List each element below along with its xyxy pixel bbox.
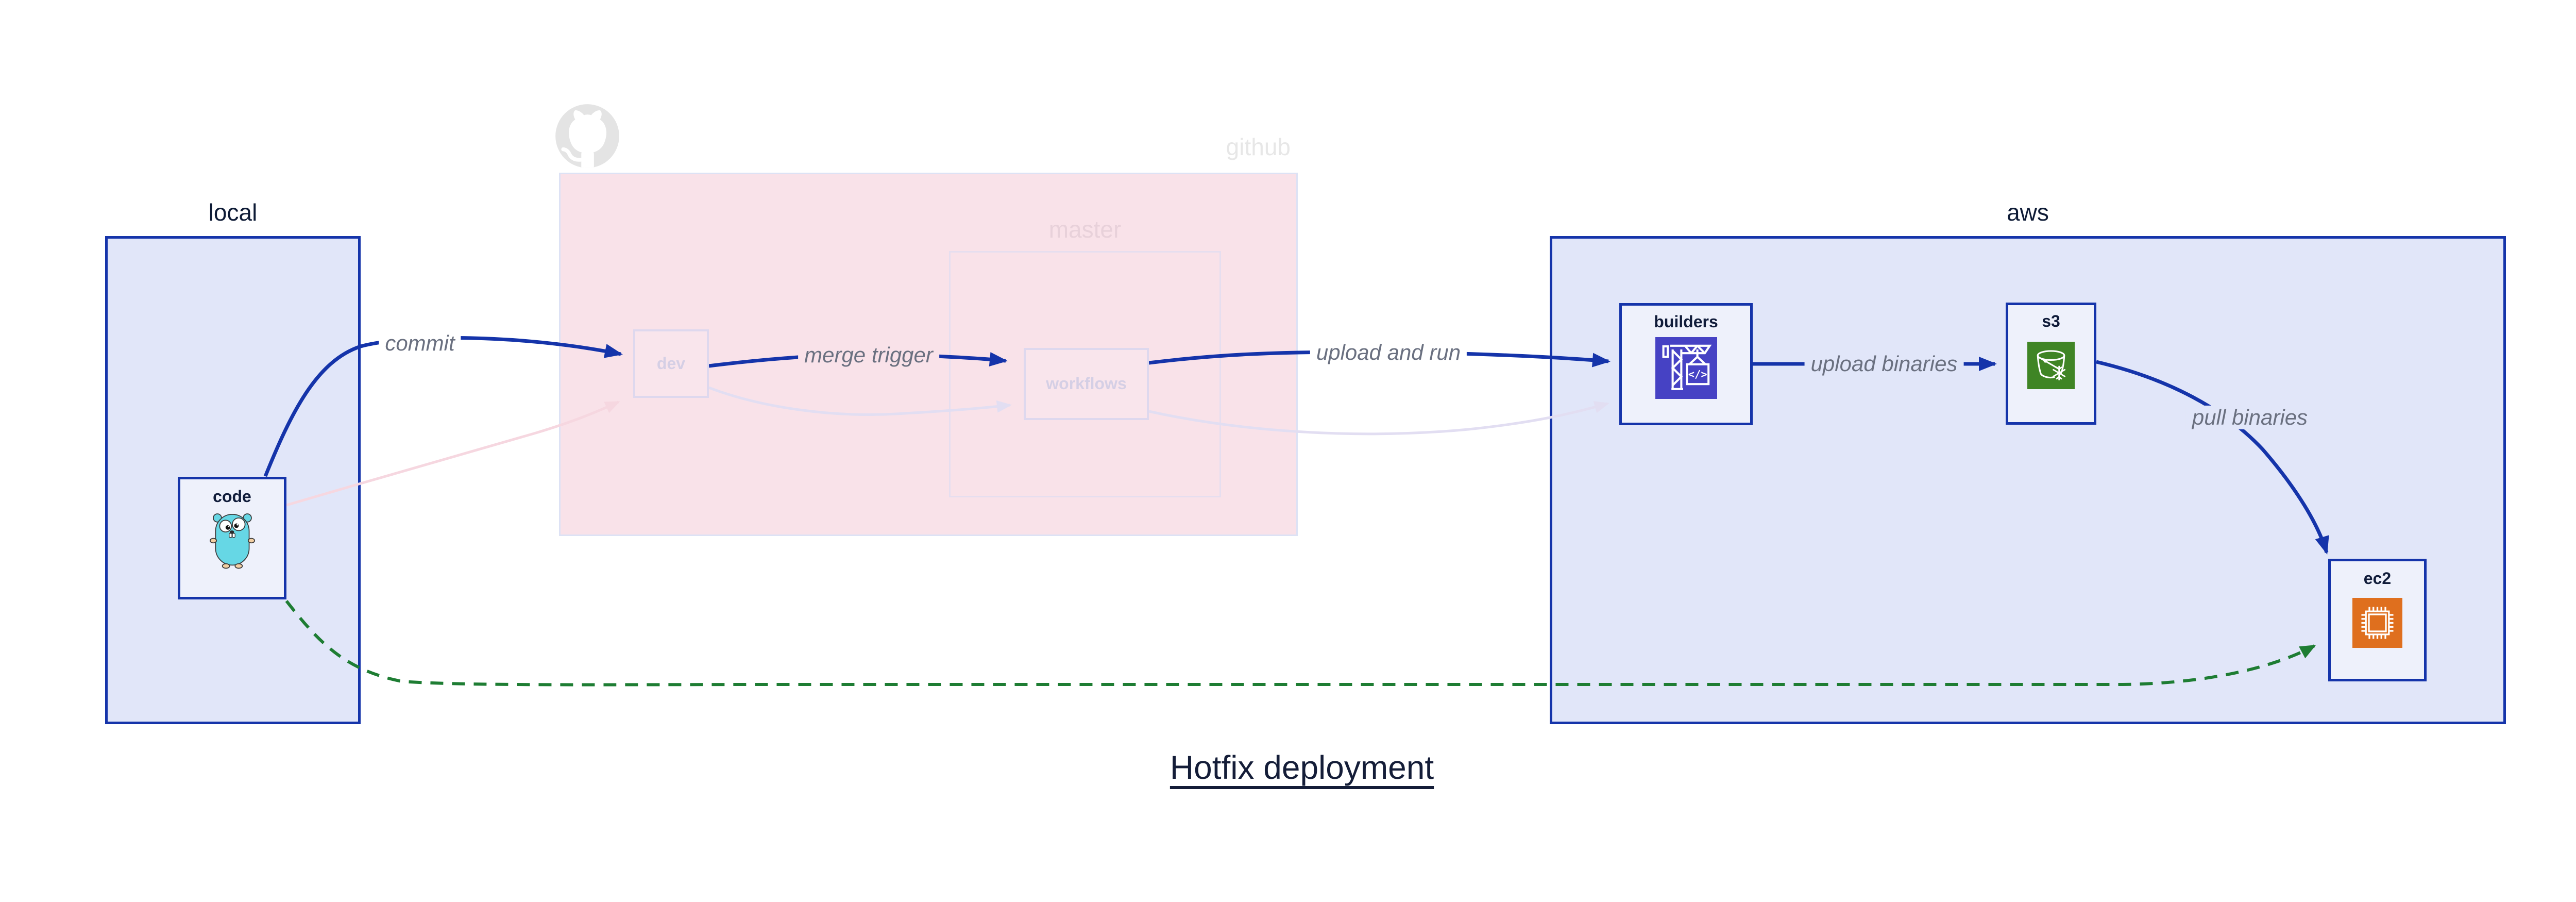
- edge-label-pull-binaries: pull binaries: [2185, 405, 2314, 430]
- node-builders-label: builders: [1654, 312, 1718, 331]
- github-region-label: github: [1226, 133, 1291, 160]
- github-octocat-icon: [555, 104, 619, 168]
- node-workflows-label: workflows: [1046, 374, 1127, 393]
- edge-label-commit: commit: [379, 331, 461, 356]
- node-code-label: code: [213, 487, 251, 506]
- node-ec2-label: ec2: [2363, 569, 2392, 588]
- node-s3-label: s3: [2042, 312, 2060, 330]
- local-region-label: local: [208, 199, 258, 226]
- master-region-label: master: [1048, 216, 1122, 243]
- edge-label-upload-binaries: upload binaries: [1804, 352, 1964, 376]
- aws-region-label: aws: [2007, 199, 2049, 226]
- node-ec2: ec2: [2328, 559, 2427, 681]
- node-workflows: workflows: [1024, 348, 1149, 420]
- node-s3: s3: [2006, 303, 2096, 425]
- s3-bucket-snowflake-icon: [2027, 342, 2075, 390]
- node-dev: dev: [633, 329, 709, 398]
- codebuild-crane-icon: </>: [1655, 337, 1717, 399]
- node-dev-label: dev: [656, 354, 686, 373]
- ec2-chip-icon: [2352, 598, 2402, 648]
- node-code: code: [178, 477, 286, 599]
- edge-label-merge-trigger: merge trigger: [798, 343, 939, 368]
- edge-label-upload-and-run: upload and run: [1310, 340, 1467, 365]
- node-builders: builders </>: [1619, 303, 1753, 425]
- master-region: [949, 251, 1221, 497]
- diagram-title: Hotfix deployment: [1170, 749, 1434, 786]
- go-gopher-icon: [209, 513, 255, 569]
- svg-text:</>: </>: [1688, 368, 1707, 380]
